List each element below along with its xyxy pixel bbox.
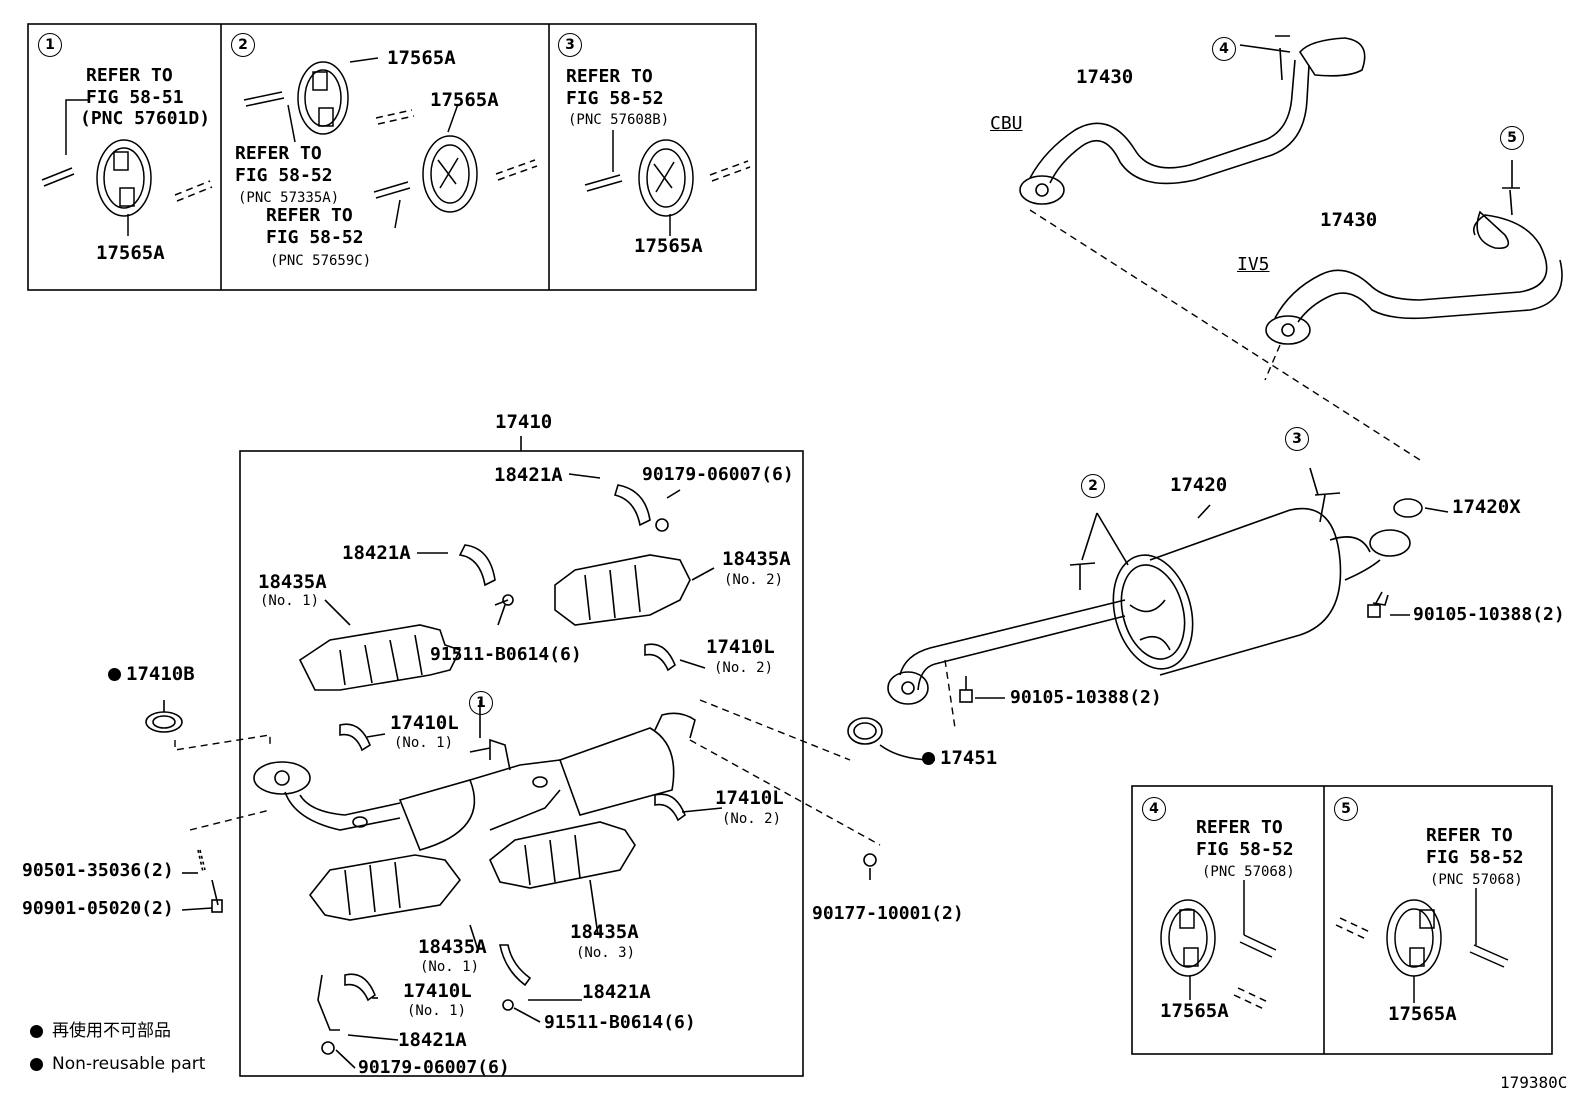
part-18421A-label: 18421A <box>342 542 411 564</box>
pnc-57068-label: (PNC 57068) <box>1202 864 1295 880</box>
part-17565A-label: 17565A <box>1160 1000 1229 1022</box>
part-17410L-label: 17410L <box>403 980 472 1002</box>
no1-label: (No. 1) <box>394 735 454 751</box>
callout-4: 4 <box>1212 37 1236 61</box>
part-90105-label: 90105-10388(2) <box>1010 687 1162 708</box>
part-17565A-label: 17565A <box>634 235 703 257</box>
fig-58-52-label: FIG 58-52 <box>1196 839 1294 860</box>
no3-label: (No. 3) <box>576 945 636 961</box>
part-91511-label: 91511-B0614(6) <box>544 1012 696 1033</box>
fig-58-52-label: FIG 58-52 <box>566 88 664 109</box>
fig-58-51-label: FIG 58-51 <box>86 87 184 108</box>
part-90901-label: 90901-05020(2) <box>22 898 174 919</box>
non-reusable-dot-icon <box>30 1025 43 1038</box>
pnc-57068-label: (PNC 57068) <box>1430 872 1523 888</box>
part-18435A-label: 18435A <box>258 571 327 593</box>
refer-to-label: REFER TO <box>1426 825 1513 846</box>
part-91511-label: 91511-B0614(6) <box>430 644 582 665</box>
cbu-label: CBU <box>990 113 1023 134</box>
bottom-inset-box <box>1131 785 1553 1055</box>
legend-en: Non-reusable part <box>52 1054 206 1074</box>
pnc-57601D-label: (PNC 57601D) <box>80 108 211 129</box>
part-90179-label: 90179-06007(6) <box>642 464 794 485</box>
fig-58-52-label: FIG 58-52 <box>1426 847 1524 868</box>
no2-label: (No. 2) <box>724 572 784 588</box>
no2-label: (No. 2) <box>722 811 782 827</box>
part-17410L-label: 17410L <box>706 636 775 658</box>
no1-label: (No. 1) <box>260 593 320 609</box>
refer-to-label: REFER TO <box>86 65 173 86</box>
diagram-id: 179380C <box>1500 1073 1568 1092</box>
part-18435A-label: 18435A <box>418 936 487 958</box>
fig-58-52-label: FIG 58-52 <box>266 227 364 248</box>
refer-to-label: REFER TO <box>566 66 653 87</box>
refer-to-label: REFER TO <box>235 143 322 164</box>
top-inset-box <box>27 23 757 291</box>
part-18435A-label: 18435A <box>722 548 791 570</box>
pnc-57659C-label: (PNC 57659C) <box>270 253 372 269</box>
part-90177-label: 90177-10001(2) <box>812 903 964 924</box>
pnc-57608B-label: (PNC 57608B) <box>568 112 670 128</box>
part-90501-label: 90501-35036(2) <box>22 860 174 881</box>
callout-2: 2 <box>1081 474 1105 498</box>
part-18421A-label: 18421A <box>582 981 651 1003</box>
part-17420-label: 17420 <box>1170 474 1228 496</box>
callout-3: 3 <box>1285 427 1309 451</box>
part-17430-label: 17430 <box>1076 66 1134 88</box>
part-17565A-label: 17565A <box>1388 1003 1457 1025</box>
part-17565A-label: 17565A <box>387 47 456 69</box>
iv5-label: IV5 <box>1237 254 1270 275</box>
no1-label: (No. 1) <box>407 1003 467 1019</box>
non-reusable-dot-icon <box>922 752 935 765</box>
part-17420X-label: 17420X <box>1452 496 1521 518</box>
callout-4: 4 <box>1142 797 1166 821</box>
legend-jp: 再使用不可部品 <box>52 1021 171 1041</box>
part-17430-label: 17430 <box>1320 209 1378 231</box>
non-reusable-dot-icon <box>30 1058 43 1071</box>
part-18421A-label: 18421A <box>398 1029 467 1051</box>
non-reusable-dot-icon <box>108 668 121 681</box>
refer-to-label: REFER TO <box>266 205 353 226</box>
pnc-57335A-label: (PNC 57335A) <box>238 190 340 206</box>
part-17410-label: 17410 <box>495 411 553 433</box>
callout-2: 2 <box>231 33 255 57</box>
fig-58-52-label: FIG 58-52 <box>235 165 333 186</box>
callout-1: 1 <box>38 33 62 57</box>
callout-5: 5 <box>1500 126 1524 150</box>
no1-label: (No. 1) <box>420 959 480 975</box>
part-90105-label: 90105-10388(2) <box>1413 604 1565 625</box>
part-18421A-label: 18421A <box>494 464 563 486</box>
part-17410L-label: 17410L <box>715 787 784 809</box>
part-18435A-label: 18435A <box>570 921 639 943</box>
callout-3: 3 <box>558 33 582 57</box>
part-17565A-label: 17565A <box>96 242 165 264</box>
callout-5: 5 <box>1334 797 1358 821</box>
callout-1: 1 <box>469 691 493 715</box>
part-17565A-label: 17565A <box>430 89 499 111</box>
no2-label: (No. 2) <box>714 660 774 676</box>
refer-to-label: REFER TO <box>1196 817 1283 838</box>
part-17451-label: 17451 <box>940 747 998 769</box>
part-17410L-label: 17410L <box>390 712 459 734</box>
part-17410B-label: 17410B <box>126 663 195 685</box>
part-90179-label: 90179-06007(6) <box>358 1057 510 1078</box>
